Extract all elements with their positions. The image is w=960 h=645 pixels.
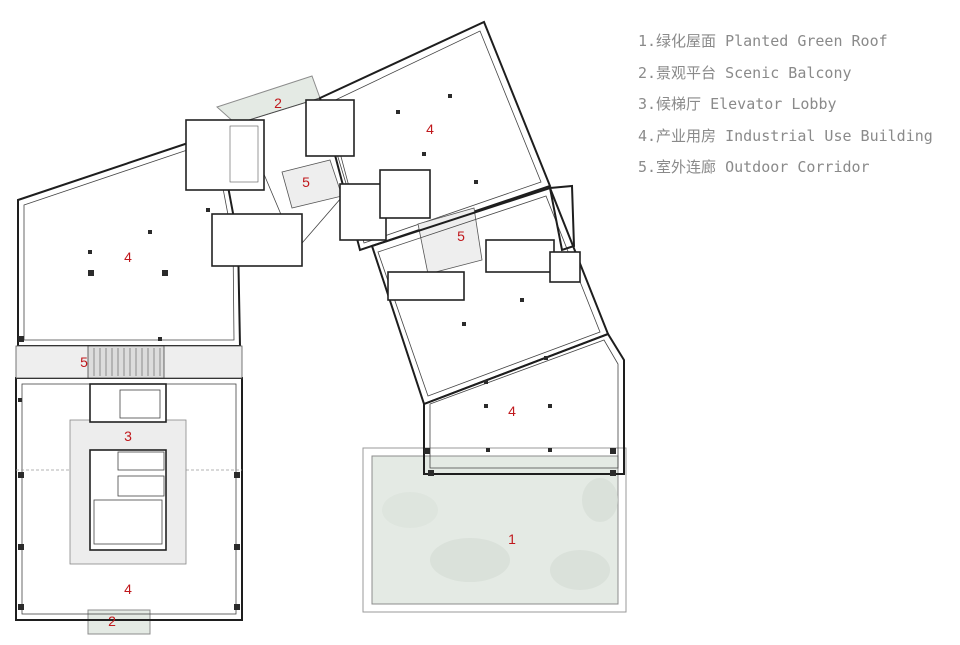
label-corridor-center: 5 bbox=[302, 174, 310, 190]
label-roof: 1 bbox=[508, 531, 516, 547]
label-balcony-top: 2 bbox=[274, 95, 282, 111]
legend-item-industrial-use-building: 4.产业用房 Industrial Use Building bbox=[638, 126, 933, 145]
legend-item-scenic-balcony: 2.景观平台 Scenic Balcony bbox=[638, 63, 852, 82]
label-corridor-left: 5 bbox=[80, 354, 88, 370]
scenic-balcony-bottom bbox=[87, 609, 151, 635]
right-upper-wing bbox=[305, 20, 552, 275]
legend-item-planted-green-roof: 1.绿化屋面 Planted Green Roof bbox=[638, 32, 888, 50]
legend-item-elevator-lobby: 3.候梯厅 Elevator Lobby bbox=[638, 95, 837, 113]
label-balcony-bottom: 2 bbox=[108, 613, 116, 629]
green-roof bbox=[362, 447, 627, 613]
left-wing bbox=[15, 131, 243, 621]
scenic-balcony-top bbox=[216, 75, 321, 125]
label-block-left-upper: 4 bbox=[124, 249, 132, 265]
legend-item-outdoor-corridor: 5.室外连廊 Outdoor Corridor bbox=[638, 158, 870, 176]
right-lower-wing bbox=[370, 184, 625, 475]
legend: 1.绿化屋面 Planted Green Roof 2.景观平台 Scenic … bbox=[638, 26, 933, 184]
label-corridor-right: 5 bbox=[457, 228, 465, 244]
label-elevator-lobby: 3 bbox=[124, 428, 132, 444]
label-block-right-upper: 4 bbox=[426, 121, 434, 137]
label-block-left-lower: 4 bbox=[124, 581, 132, 597]
center-connector bbox=[185, 97, 349, 267]
structural-columns bbox=[18, 94, 616, 610]
label-block-right-lower: 4 bbox=[508, 403, 516, 419]
